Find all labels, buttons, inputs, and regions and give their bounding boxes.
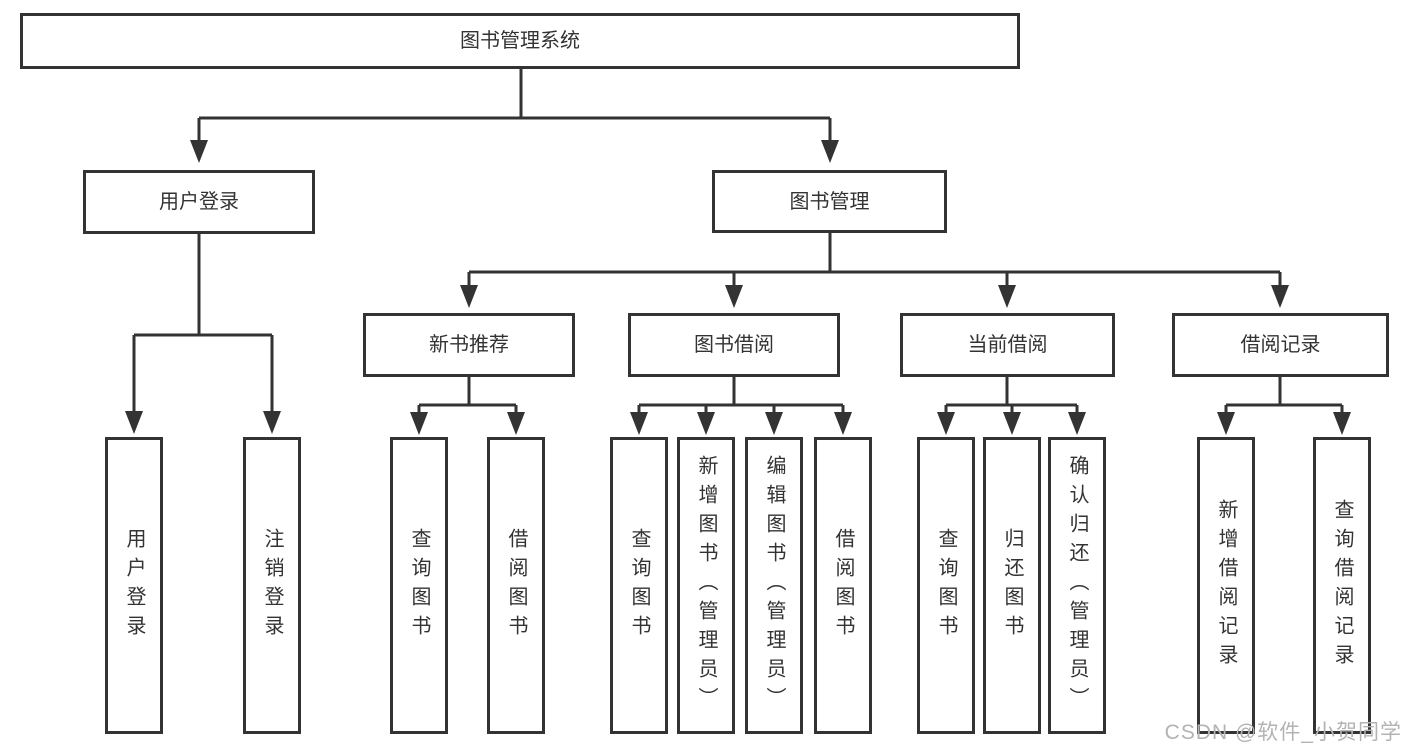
connector-root-to-level2 [190,69,839,163]
node-book-borrow: 图书借阅 [628,313,840,377]
node-label: 图书借阅 [694,334,774,356]
node-label: 查询图书 [935,527,957,644]
node-label: 用户登录 [123,527,145,644]
leaf-edit-book-admin: 编辑图书（管理员） [745,437,803,734]
leaf-add-book-admin: 新增图书（管理员） [677,437,735,734]
leaf-query-books-borrow: 查询图书 [610,437,668,734]
leaf-return-books: 归还图书 [983,437,1041,734]
node-borrow-records: 借阅记录 [1172,313,1389,377]
connector-recommend-to-leaves [410,377,525,435]
leaf-confirm-return-admin: 确认归还（管理员） [1048,437,1106,734]
node-new-book-recommend: 新书推荐 [363,313,575,377]
node-label: 图书管理 [789,190,870,213]
node-label: 编辑图书（管理员） [763,455,785,716]
leaf-add-borrow-record: 新增借阅记录 [1197,437,1255,734]
node-label: 用户登录 [159,191,239,213]
connector-borrow-to-leaves [630,377,852,435]
csdn-watermark: CSDN @软件_小贺同学 [1164,721,1402,744]
connector-current-to-leaves [937,377,1086,435]
node-label: 确认归还（管理员） [1066,455,1088,716]
node-label: 借阅记录 [1240,334,1321,356]
node-label: 注销登录 [261,527,283,644]
leaf-query-books-current: 查询图书 [917,437,975,734]
node-label: 归还图书 [1001,527,1023,644]
node-label: 查询图书 [628,527,650,644]
leaf-user-login: 用户登录 [105,437,163,734]
node-label: 借阅图书 [832,527,854,644]
leaf-borrow-books: 借阅图书 [814,437,872,734]
node-label: 新书推荐 [429,334,509,356]
leaf-logout: 注销登录 [243,437,301,734]
connector-records-to-leaves [1217,377,1351,435]
node-label: 查询图书 [408,527,430,644]
node-current-borrow: 当前借阅 [900,313,1115,377]
node-label: 查询借阅记录 [1331,498,1353,673]
leaf-query-borrow-record: 查询借阅记录 [1313,437,1371,734]
connector-book-mgmt-to-sections [460,233,1289,308]
node-user-login: 用户登录 [83,170,315,234]
node-book-management: 图书管理 [712,170,947,233]
node-label: 借阅图书 [505,527,527,644]
node-label: 新增借阅记录 [1215,498,1237,673]
node-label: 图书管理系统 [460,30,580,52]
leaf-borrow-books-recommend: 借阅图书 [487,437,545,734]
node-label: 新增图书（管理员） [695,455,717,716]
node-root-system: 图书管理系统 [20,13,1020,69]
connector-user-login-to-leaves [125,234,281,434]
node-label: 当前借阅 [967,334,1048,356]
leaf-query-books-recommend: 查询图书 [390,437,448,734]
